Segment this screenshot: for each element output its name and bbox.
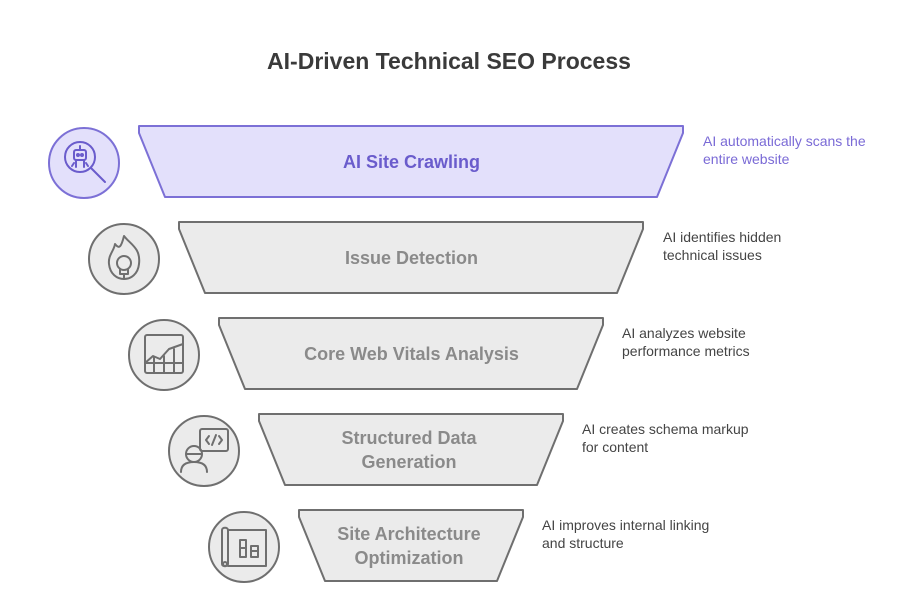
stage-description-2: AI identifies hidden technical issues [663,229,782,263]
developer-code-icon [168,415,240,487]
diagram-title: AI-Driven Technical SEO Process [267,48,631,74]
chart-grid-icon [128,319,200,391]
blueprint-icon [208,511,280,583]
lightbulb-flame-icon [88,223,160,295]
stage-description-5: AI improves internal linking and structu… [542,517,710,551]
stage-label-5: Site Architecture Optimization [337,523,481,568]
stage-description-1: AI automatically scans the entire websit… [703,133,866,167]
stage-label-2: Issue Detection [344,247,479,268]
stage-description-3: AI analyzes website performance metrics [622,325,750,359]
stage-description-4: AI creates schema markup for content [582,421,749,455]
stage-label-4: Structured Data Generation [341,427,477,472]
stage-label-3: Core Web Vitals Analysis [304,343,519,364]
robot-search-icon [48,127,120,199]
stage-label-1: AI Site Crawling [342,151,481,172]
